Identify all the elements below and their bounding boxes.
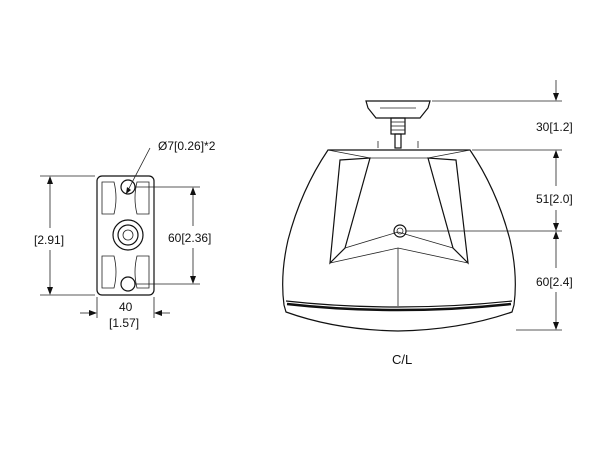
upper-height-label: 51[2.0]	[536, 192, 573, 206]
lower-height-label: 60[2.4]	[536, 275, 573, 289]
mount-plate	[365, 100, 431, 119]
center-bolt	[393, 224, 407, 238]
dim-arrow	[553, 231, 559, 239]
right-panel	[427, 157, 469, 265]
dim-arrow	[190, 276, 196, 284]
bracket-cutout	[101, 255, 117, 289]
dim-arrow	[47, 287, 53, 295]
dim-arrow	[154, 310, 162, 316]
panel-lower-line	[329, 247, 469, 264]
dim-arrow	[190, 187, 196, 195]
hole-leader	[125, 147, 151, 195]
bracket-cutout	[134, 255, 150, 289]
center-bolt-inner	[396, 227, 404, 235]
bracket-width-inch-label: [1.57]	[109, 316, 139, 330]
mounting-bracket: Ø7[0.26]*2 [2.91] 60[2.36] 40 [1.57]	[34, 139, 216, 330]
centerline-label: C/L	[392, 352, 412, 367]
hole-spacing-label: 60[2.36]	[168, 231, 211, 245]
bracket-width-label: 40	[119, 300, 133, 314]
dim-arrow	[553, 223, 559, 231]
center-bore	[122, 229, 134, 241]
rod-stem	[394, 133, 402, 149]
center-nut	[117, 224, 139, 246]
dim-arrow	[553, 322, 559, 330]
bracket-height-label: [2.91]	[34, 233, 64, 247]
dim-arrow	[47, 176, 53, 184]
bracket-cutout	[134, 181, 150, 215]
panel-center-line	[344, 231, 454, 249]
grille-band-top	[285, 300, 513, 308]
mounting-hole-bottom	[120, 276, 136, 292]
left-panel	[329, 157, 371, 265]
bracket-cutout	[101, 181, 117, 215]
bracket-plate	[96, 175, 155, 296]
grille-band	[286, 302, 512, 312]
center-ring	[112, 219, 144, 251]
hole-leader-arrow	[126, 187, 131, 194]
hole-callout-label: Ø7[0.26]*2	[158, 139, 216, 153]
mount-height-label: 30[1.2]	[536, 120, 573, 134]
speaker-cabinet	[282, 149, 516, 332]
pendant-speaker: 30[1.2] 51[2.0] 60[2.4] C/L	[282, 80, 573, 367]
dim-arrow	[89, 310, 97, 316]
dim-arrow	[553, 150, 559, 158]
cabinet-top-edge	[327, 149, 471, 159]
dim-arrow	[553, 93, 559, 101]
